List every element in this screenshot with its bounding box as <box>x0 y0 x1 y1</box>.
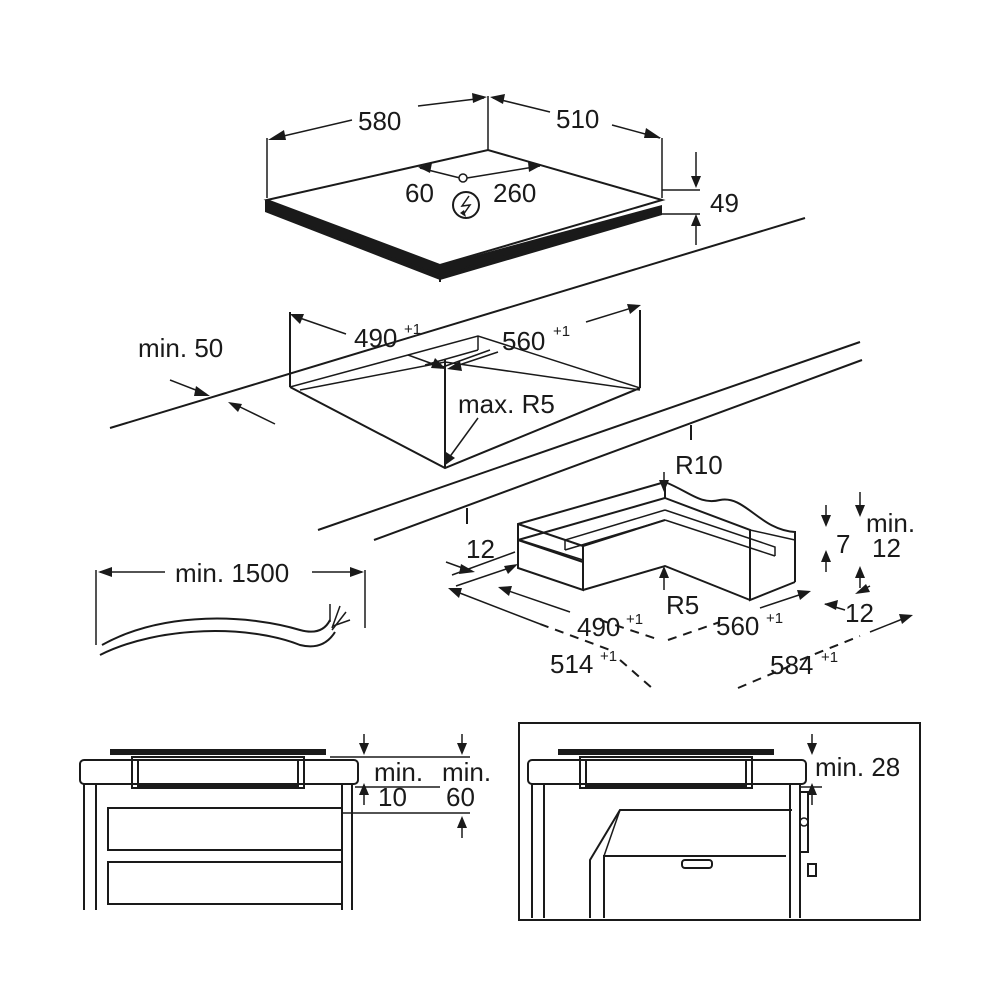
cutout-min-edge-dimension: min. 50 <box>138 333 276 425</box>
drawer-clearance-2-dimension: min. 60 <box>330 734 491 838</box>
hob-height-label: 49 <box>710 188 739 218</box>
frame-radius-labels: R10 R5 <box>659 450 723 620</box>
drawer-install-drawing <box>79 749 359 910</box>
frame-inner-width-label: 490 <box>577 612 620 642</box>
hob-connection-dimension: 60 260 <box>405 162 542 219</box>
frame-inner-depth-label: 560 <box>716 611 759 641</box>
cable-length-dimension: min. 1500 <box>95 558 366 645</box>
cutout-corner-radius: max. R5 <box>444 389 555 466</box>
drawer-clearance-1-dimension: min. 10 <box>355 734 440 812</box>
oven-install-drawing <box>518 722 921 921</box>
drawer-clearance-1-value: 10 <box>378 782 407 812</box>
frame-detail-drawing <box>517 480 796 602</box>
hob-width-label: 580 <box>358 106 401 136</box>
frame-outer-width-label: 514 <box>550 649 593 679</box>
cutout-width-label: 490 <box>354 323 397 353</box>
frame-ledge-left-dimension: 12 <box>445 534 518 587</box>
connection-offset-y-label: 260 <box>493 178 536 208</box>
hob-drawing <box>263 148 666 282</box>
frame-outer-dimensions: 514 +1 584 +1 <box>448 588 913 689</box>
oven-clearance-label: min. 28 <box>815 752 900 782</box>
cable-length-label: min. 1500 <box>175 558 289 588</box>
cutout-corner-radius-label: max. R5 <box>458 389 555 419</box>
worktop-cutout-drawing <box>109 217 863 541</box>
cutout-depth-label: 560 <box>502 326 545 356</box>
frame-outer-width-tolerance: +1 <box>600 648 617 665</box>
frame-inner-dimensions: 490 +1 560 +1 <box>498 586 811 642</box>
frame-ledge-right-dimension: 12 <box>824 584 874 628</box>
drawer-clearance-2-value: 60 <box>446 782 475 812</box>
drawer-clearance-1-label: min. <box>374 757 423 787</box>
electrical-connection-icon <box>452 191 480 219</box>
hob-height-dimension: 49 <box>662 152 739 245</box>
power-cable <box>99 604 351 656</box>
frame-min-value: 12 <box>872 533 901 563</box>
cutout-depth-dimension: 560 +1 <box>447 304 641 371</box>
cutout-width-tolerance: +1 <box>404 321 421 338</box>
frame-min-depth-dimension: min. 12 <box>855 492 915 588</box>
frame-inner-radius-label: R5 <box>666 590 699 620</box>
frame-outer-depth-label: 584 <box>770 650 813 680</box>
frame-inner-depth-tolerance: +1 <box>766 610 783 627</box>
hob-width-dimension: 580 <box>266 93 663 198</box>
frame-ledge-depth-label: 7 <box>836 529 850 559</box>
hob-depth-dimension: 510 <box>490 94 661 139</box>
cutout-min-edge-label: min. 50 <box>138 333 223 363</box>
frame-outer-radius-label: R10 <box>675 450 723 480</box>
frame-inner-width-tolerance: +1 <box>626 611 643 628</box>
cutout-width-dimension: 490 +1 <box>290 314 446 369</box>
connection-offset-x-label: 60 <box>405 178 434 208</box>
frame-ledge-left-label: 12 <box>466 534 495 564</box>
frame-ledge-depth-dimension: 7 <box>821 505 850 572</box>
frame-min-label: min. <box>866 508 915 538</box>
frame-outer-depth-tolerance: +1 <box>821 649 838 666</box>
cutout-depth-tolerance: +1 <box>553 323 570 340</box>
frame-ledge-right-label: 12 <box>845 598 874 628</box>
drawer-clearance-2-label: min. <box>442 757 491 787</box>
hob-depth-label: 510 <box>556 104 599 134</box>
oven-clearance-dimension: min. 28 <box>800 734 900 805</box>
